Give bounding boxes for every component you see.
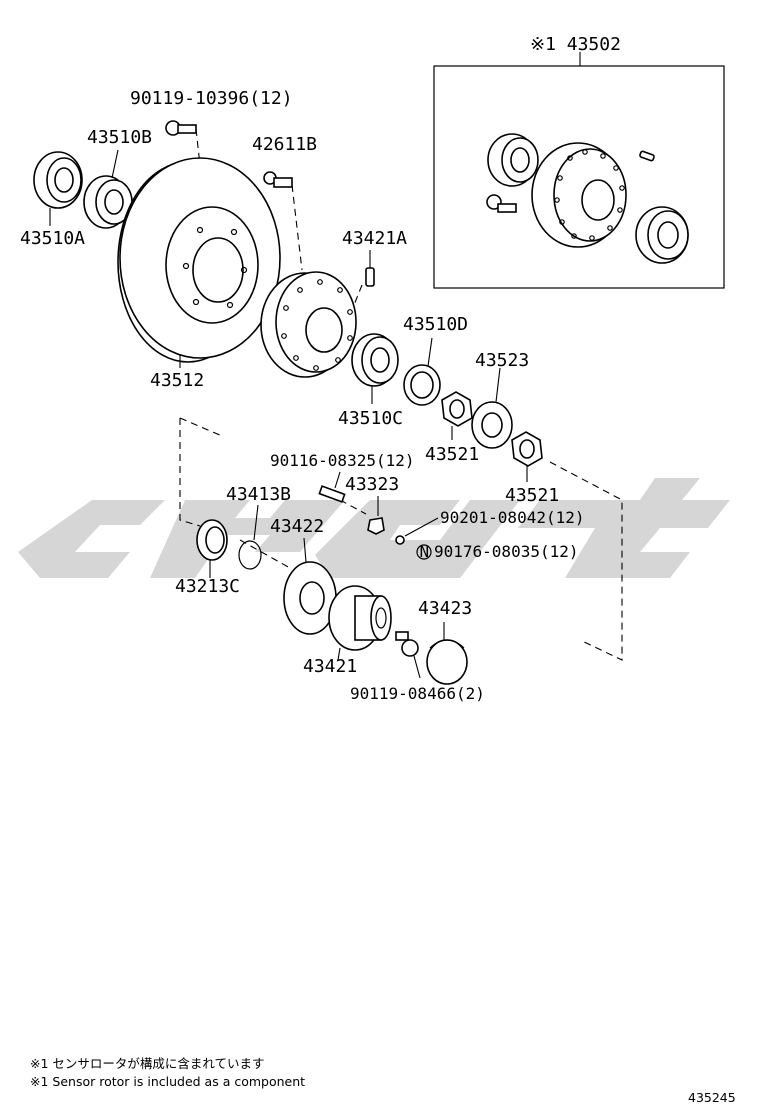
stud-42611B bbox=[263, 171, 303, 271]
label-43510C: 43510C bbox=[338, 408, 403, 429]
footnotes: ※1 センサロータが構成に含まれています ※1 Sensor rotor is … bbox=[30, 1056, 305, 1089]
snap-ring-43413B bbox=[238, 504, 262, 570]
footnote-japanese: ※1 センサロータが構成に含まれています bbox=[30, 1056, 265, 1071]
assembly-pin bbox=[639, 150, 655, 162]
label-43413B: 43413B bbox=[226, 484, 291, 505]
washer-43510D bbox=[403, 337, 441, 406]
stud-90116-08325 bbox=[318, 471, 346, 503]
label-90116-08325: 90116-08325(12) bbox=[270, 451, 415, 470]
label-90201-08042: 90201-08042(12) bbox=[440, 508, 585, 527]
washer-90201-08042 bbox=[395, 517, 439, 545]
disc-rotor-43512 bbox=[117, 157, 281, 368]
bolt-90119-08466 bbox=[395, 631, 421, 679]
lock-washer-43523 bbox=[471, 367, 513, 449]
nut-43521-upper bbox=[441, 391, 473, 440]
n-mark-text: N bbox=[420, 542, 430, 561]
label-42611B: 42611B bbox=[252, 134, 317, 155]
seal-43213C bbox=[196, 519, 228, 578]
cap-43423 bbox=[426, 622, 468, 685]
label-43521-lower: 43521 bbox=[505, 485, 559, 506]
pin-43421A bbox=[351, 250, 375, 311]
label-43512: 43512 bbox=[150, 370, 204, 391]
assembly-bolt bbox=[486, 194, 517, 213]
dashed-guide-lines bbox=[179, 417, 623, 661]
part-labels: 90119-10396(12) 43510B 42611B 43510A 434… bbox=[20, 88, 585, 703]
label-43510D: 43510D bbox=[403, 314, 468, 335]
diagram-id: 435245 bbox=[688, 1090, 736, 1105]
assembly-bearing-right bbox=[635, 206, 689, 264]
bearing-43510B bbox=[83, 149, 133, 229]
flange-43421 bbox=[328, 585, 392, 661]
assembly-hub bbox=[531, 142, 627, 248]
label-90119-10396: 90119-10396(12) bbox=[130, 88, 293, 109]
assembly-label: ※1 43502 bbox=[530, 34, 621, 55]
label-43521-upper: 43521 bbox=[425, 444, 479, 465]
nut-43521-lower bbox=[511, 431, 543, 482]
gasket-43422 bbox=[283, 537, 337, 635]
label-43421: 43421 bbox=[303, 656, 357, 677]
seal-43510A bbox=[33, 151, 83, 226]
label-43510B: 43510B bbox=[87, 127, 152, 148]
label-43323: 43323 bbox=[345, 474, 399, 495]
label-90119-08466: 90119-08466(2) bbox=[350, 684, 485, 703]
label-43510A: 43510A bbox=[20, 228, 85, 249]
bearing-43510C bbox=[351, 333, 399, 404]
label-43421A: 43421A bbox=[342, 228, 407, 249]
label-43523: 43523 bbox=[475, 350, 529, 371]
assembly-bearing-left bbox=[487, 133, 539, 187]
label-43422: 43422 bbox=[270, 516, 324, 537]
label-43423: 43423 bbox=[418, 598, 472, 619]
label-90176-08035: 90176-08035(12) bbox=[434, 542, 579, 561]
watermark-logo bbox=[18, 478, 730, 578]
assembly-frame bbox=[433, 65, 725, 289]
bushing-43323 bbox=[367, 496, 385, 535]
sensor-rotor-plate bbox=[260, 271, 357, 378]
footnote-english: ※1 Sensor rotor is included as a compone… bbox=[30, 1074, 305, 1089]
assembly-43502-box: ※1 43502 bbox=[433, 34, 725, 289]
label-43213C: 43213C bbox=[175, 576, 240, 597]
n-mark: N bbox=[416, 542, 432, 561]
